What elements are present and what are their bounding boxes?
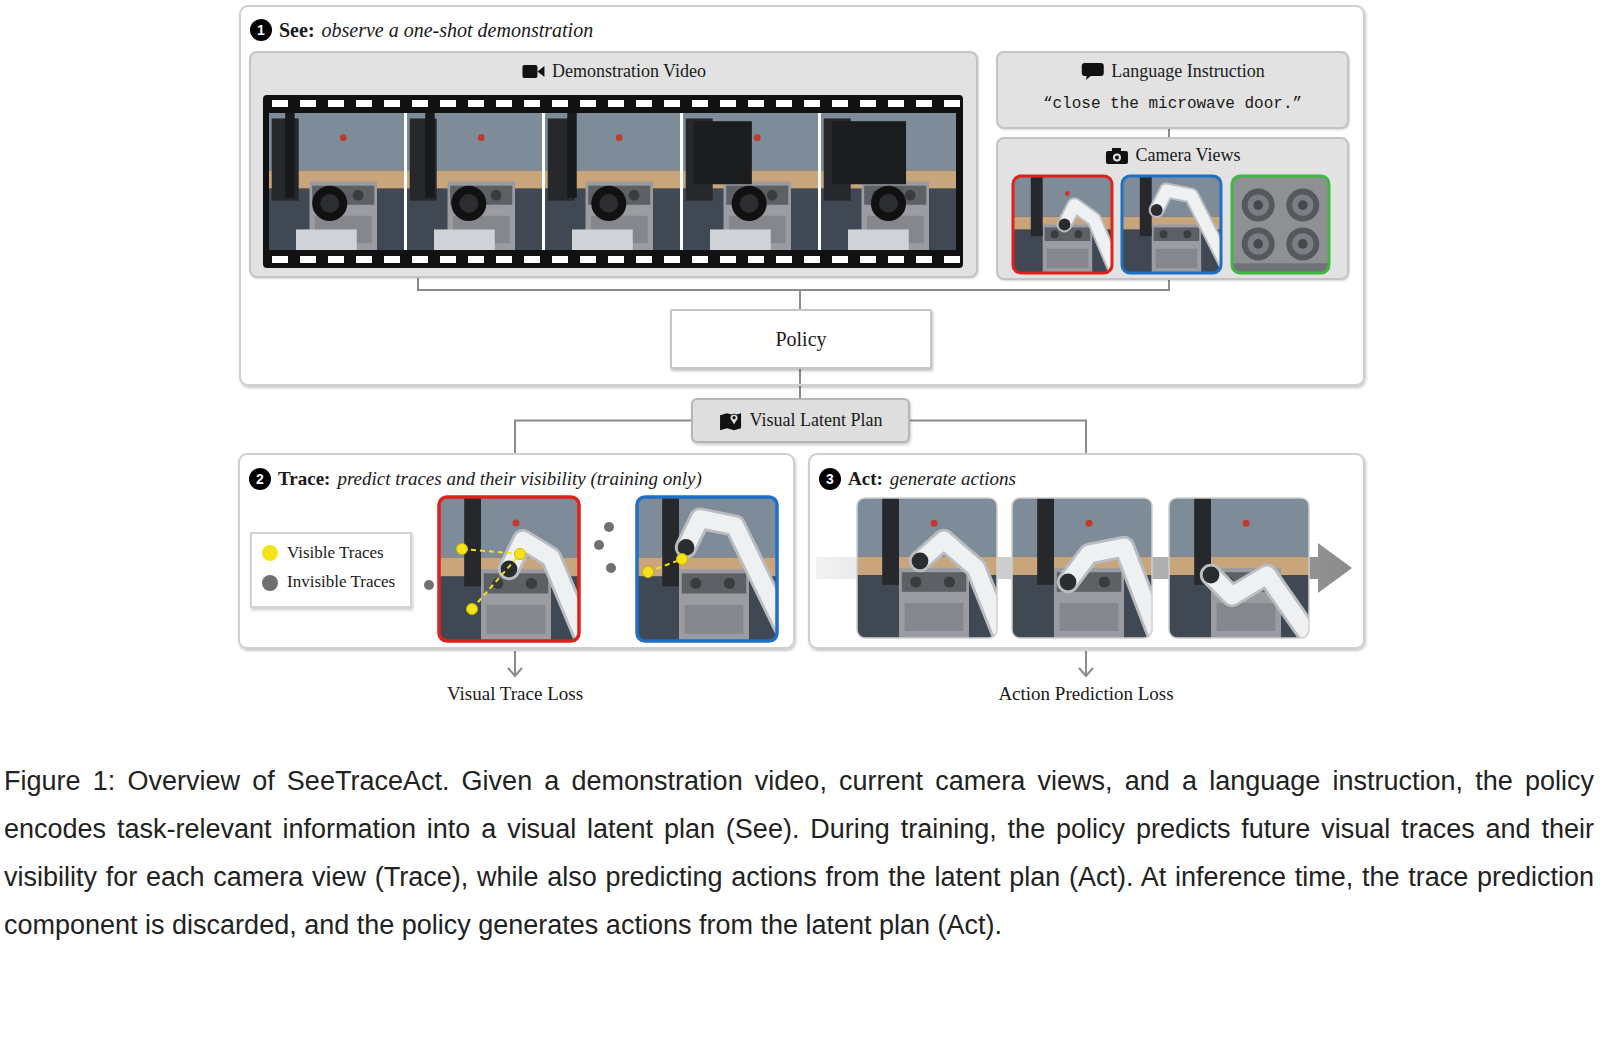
connector-line bbox=[799, 369, 801, 398]
text-row: Visual Latent Plan bbox=[719, 410, 883, 432]
box-title: Language Instruction bbox=[1111, 61, 1264, 83]
legend-box: Visible TracesInvisible Traces bbox=[250, 532, 412, 608]
connector-line bbox=[1168, 129, 1170, 137]
text-row: “close the microwave door.” bbox=[1043, 95, 1302, 114]
connector-line bbox=[800, 280, 1169, 309]
loss-arrow bbox=[508, 651, 522, 676]
camera-box: Camera Views bbox=[996, 137, 1349, 280]
stage-panel: Demonstration Video Language Instruction “… bbox=[239, 5, 1365, 386]
legend-entry: Visible Traces bbox=[262, 543, 400, 563]
step-number: 1 bbox=[250, 19, 272, 41]
stage-panel: 3 Act: generate actions bbox=[808, 453, 1365, 649]
latent-plan-box: Visual Latent Plan bbox=[691, 398, 910, 443]
connector-line bbox=[418, 278, 800, 309]
legend-text: Visible Traces bbox=[287, 543, 384, 563]
connector-line bbox=[515, 421, 691, 454]
connector-line bbox=[910, 421, 1086, 454]
stage-name: Act: bbox=[848, 468, 883, 491]
box-title: Camera Views bbox=[1135, 145, 1240, 167]
legend-swatch bbox=[262, 545, 278, 561]
instruction-text: “close the microwave door.” bbox=[1043, 95, 1302, 114]
instruction-box: Language Instruction “close the microwave… bbox=[996, 51, 1349, 129]
legend-text: Invisible Traces bbox=[287, 572, 395, 592]
stage-description: predict traces and their visibility (tra… bbox=[337, 468, 701, 491]
loss-label: Visual Trace Loss bbox=[447, 683, 583, 706]
box-title: Policy bbox=[775, 327, 826, 351]
stage-name: Trace: bbox=[278, 468, 330, 491]
camera-icon bbox=[1104, 145, 1128, 166]
bubble-icon bbox=[1080, 61, 1104, 82]
video-icon bbox=[521, 61, 545, 82]
text-row: Camera Views bbox=[1104, 145, 1240, 167]
illustration bbox=[251, 53, 980, 280]
text-row: 1 See: observe a one-shot demonstration bbox=[250, 18, 593, 42]
map-icon bbox=[719, 410, 743, 431]
legend-entry: Invisible Traces bbox=[262, 572, 400, 592]
box-title: Visual Latent Plan bbox=[750, 410, 883, 432]
text-row: Language Instruction bbox=[1080, 61, 1264, 83]
box-title: Demonstration Video bbox=[552, 61, 706, 83]
policy-box: Policy bbox=[670, 309, 932, 369]
text-row: Demonstration Video bbox=[521, 61, 706, 83]
step-number: 3 bbox=[819, 468, 841, 490]
text-row: 2 Trace: predict traces and their visibili… bbox=[249, 468, 702, 491]
loss-label: Action Prediction Loss bbox=[998, 683, 1173, 706]
stage-name: See: bbox=[279, 18, 315, 42]
text-row: 3 Act: generate actions bbox=[819, 468, 1016, 491]
legend-swatch bbox=[262, 575, 278, 591]
text-row: Policy bbox=[775, 327, 826, 351]
step-number: 2 bbox=[249, 468, 271, 490]
stage-description: observe a one-shot demonstration bbox=[322, 18, 594, 42]
video-box: Demonstration Video bbox=[249, 51, 978, 278]
figure-caption: Figure 1: Overview of SeeTraceAct. Given… bbox=[4, 757, 1594, 949]
loss-arrow bbox=[1079, 651, 1093, 676]
stage-description: generate actions bbox=[890, 468, 1016, 491]
